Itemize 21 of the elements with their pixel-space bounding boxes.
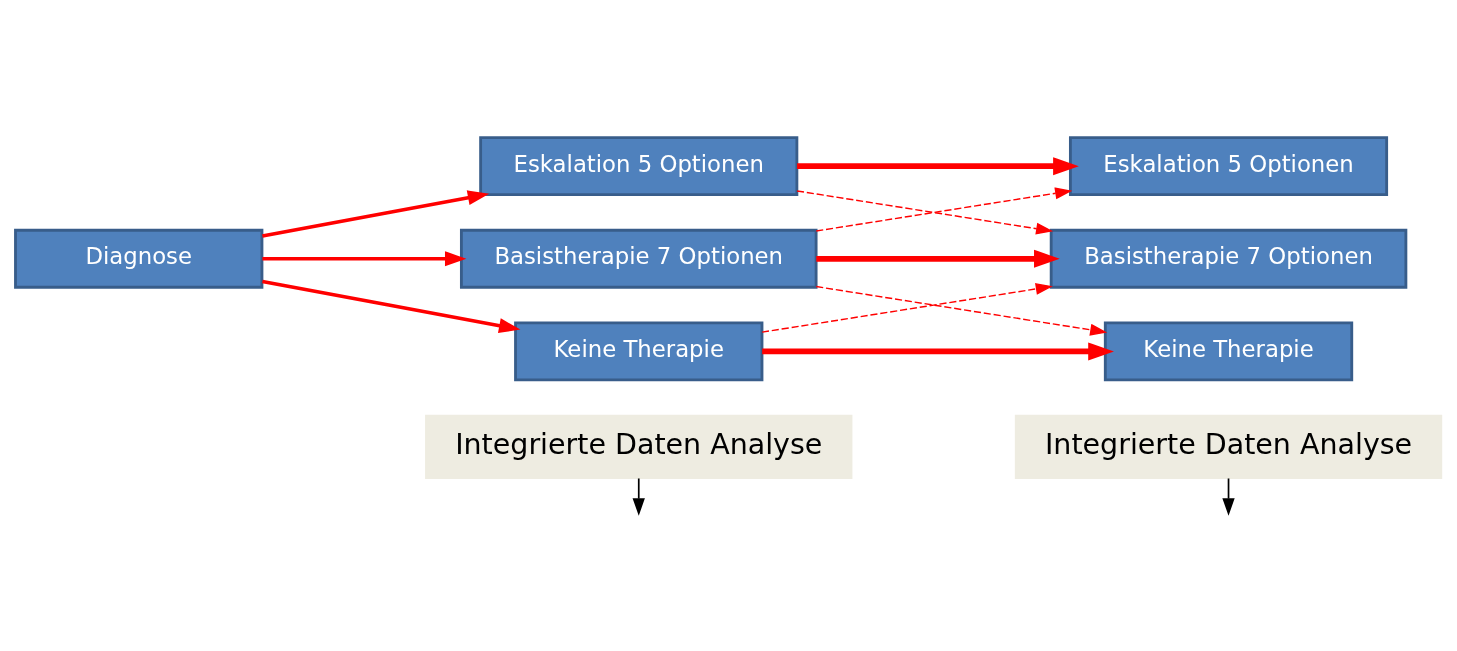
arrow xyxy=(262,250,467,266)
arrow xyxy=(1222,477,1235,516)
arrow xyxy=(762,341,1114,360)
node-box: Keine Therapie xyxy=(1103,320,1354,381)
node-box: Basistherapie 7 Optionen xyxy=(459,228,818,289)
node-box: Integrierte Daten Analyse xyxy=(1014,414,1443,479)
arrow xyxy=(815,186,1073,232)
arrow xyxy=(262,189,490,238)
node-box: Eskalation 5 Optionen xyxy=(1068,135,1389,196)
arrow xyxy=(796,189,1054,235)
node-box: Integrierte Daten Analyse xyxy=(425,414,853,479)
arrow xyxy=(632,477,645,516)
node-box: Eskalation 5 Optionen xyxy=(479,135,799,196)
node-box: Diagnose xyxy=(14,228,264,289)
arrow xyxy=(761,282,1053,333)
arrow xyxy=(262,279,521,333)
arrow xyxy=(815,285,1108,336)
node-box: Keine Therapie xyxy=(514,320,764,381)
node-box: Basistherapie 7 Optionen xyxy=(1049,228,1408,289)
arrow xyxy=(797,156,1079,175)
arrow xyxy=(816,249,1060,268)
